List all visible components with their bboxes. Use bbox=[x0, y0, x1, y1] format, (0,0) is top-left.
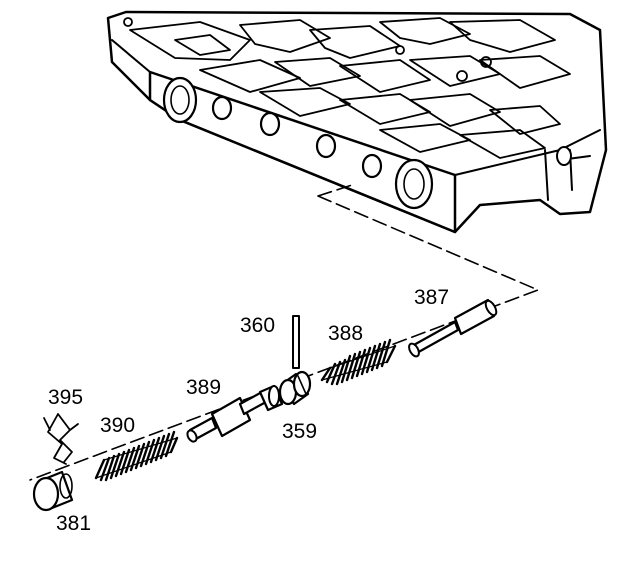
sleeve-359 bbox=[278, 370, 312, 406]
center-line bbox=[29, 183, 539, 481]
callout-389: 389 bbox=[186, 376, 221, 399]
spring-390 bbox=[94, 430, 179, 482]
callout-381: 381 bbox=[56, 512, 91, 535]
callout-390: 390 bbox=[100, 414, 135, 437]
callout-359: 359 bbox=[282, 420, 317, 443]
callout-395: 395 bbox=[48, 386, 83, 409]
valve-387 bbox=[408, 298, 498, 358]
callout-360: 360 bbox=[240, 314, 275, 337]
pin-360 bbox=[292, 315, 300, 369]
spring-388 bbox=[320, 338, 397, 386]
plug-381 bbox=[32, 470, 74, 512]
clip-395 bbox=[43, 413, 79, 465]
valve-389 bbox=[186, 384, 284, 443]
callout-388: 388 bbox=[328, 322, 363, 345]
callout-387: 387 bbox=[414, 286, 449, 309]
valve-body bbox=[106, 10, 608, 234]
